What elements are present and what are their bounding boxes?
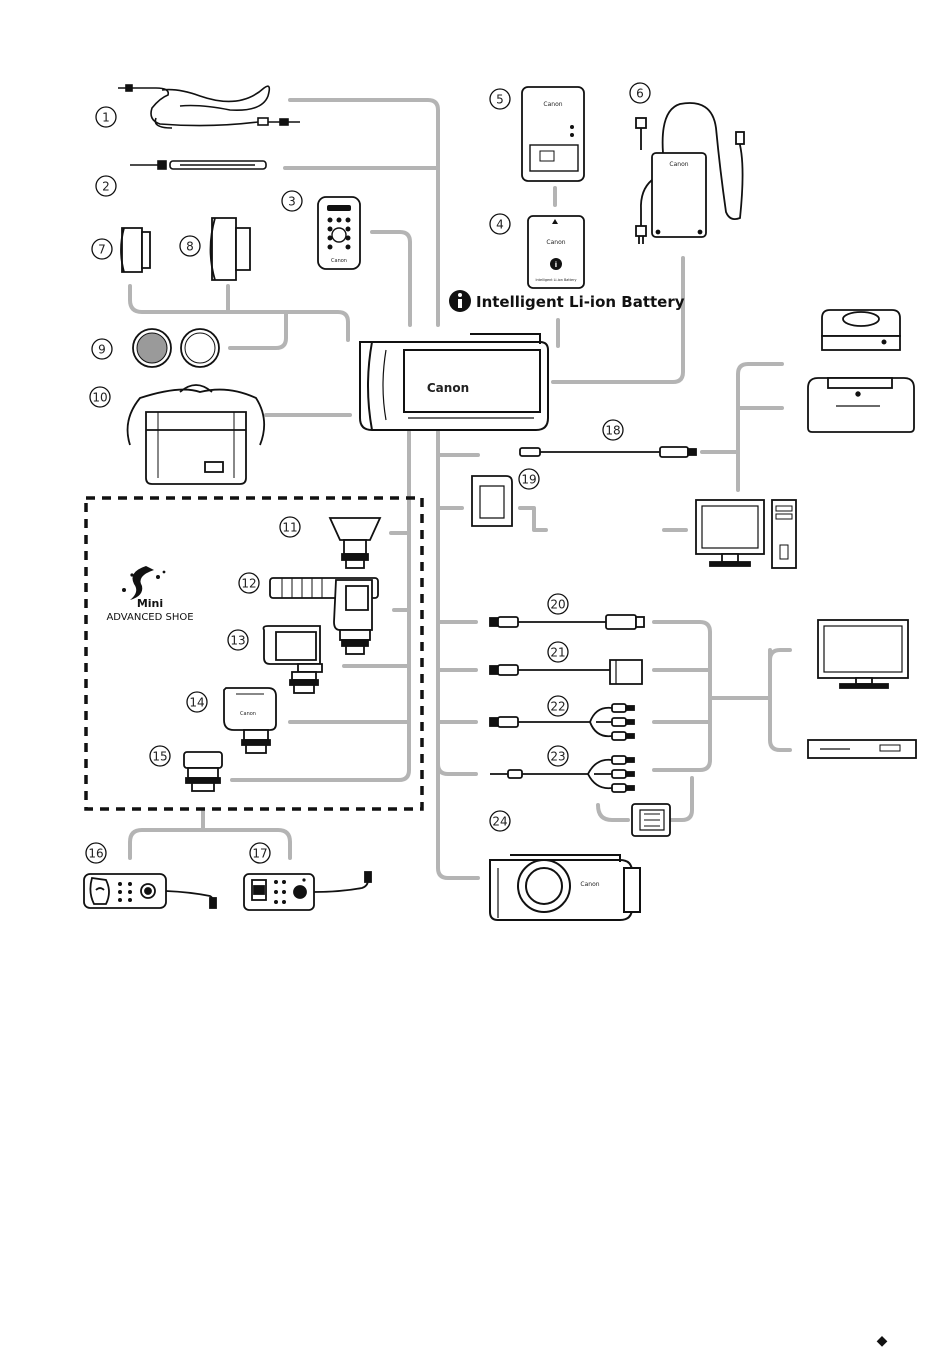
shoe-adapter-icon [184, 752, 222, 791]
component-cable-icon [490, 660, 642, 684]
number-17-remote-controller-b: 17 [250, 843, 270, 863]
compact-printer-icon [822, 310, 900, 350]
adapter-brand: Canon [669, 161, 688, 168]
number-6-compact-power-adapter: 6 [630, 83, 650, 103]
number-18-usb-cable: 18 [603, 420, 623, 440]
mini-advanced-shoe-box [86, 498, 422, 809]
number-8-wide-converter: 8 [180, 236, 200, 256]
number-label: 16 [88, 847, 103, 861]
number-21-component-cable: 21 [548, 642, 568, 662]
number-label: 14 [189, 696, 204, 710]
video-light-icon [264, 626, 323, 693]
camcorder-brand: Canon [427, 381, 469, 395]
mini-advanced-shoe-logo: Mini ADVANCED SHOE [106, 566, 193, 623]
tele-converter-icon [121, 228, 150, 272]
remote-controller-a-icon [84, 874, 216, 908]
svg-text:i: i [555, 261, 557, 269]
number-13-video-light: 13 [228, 630, 248, 650]
number-label: 3 [288, 195, 296, 209]
flash-brand: Canon [240, 711, 256, 717]
compact-power-adapter-icon: Canon [636, 103, 744, 244]
number-label: 2 [102, 180, 110, 194]
number-label: 24 [492, 815, 507, 829]
number-14-flash-light: 14 [187, 692, 207, 712]
number-label: 1 [102, 111, 110, 125]
battery-brand: Canon [546, 239, 565, 246]
number-label: 11 [282, 521, 297, 535]
number-label: 15 [152, 750, 167, 764]
number-4-battery-pack: 4 [490, 214, 510, 234]
hdmi-cable-icon [490, 615, 644, 629]
number-20-hdmi-cable: 20 [548, 594, 568, 614]
soft-carrying-case-icon [128, 385, 265, 484]
number-label: 17 [252, 847, 267, 861]
number-7-tele-converter: 7 [92, 239, 112, 259]
number-24-waterproof-case: 24 [490, 811, 510, 831]
number-label: 13 [230, 634, 245, 648]
number-1-shoulder-strap: 1 [96, 107, 116, 127]
number-3-wireless-controller: 3 [282, 191, 302, 211]
charger-brand: Canon [543, 101, 562, 108]
number-16-remote-controller-a: 16 [86, 843, 106, 863]
number-label: 8 [186, 240, 194, 254]
wide-converter-icon [211, 218, 251, 280]
number-12-shotgun-microphone: 12 [239, 573, 259, 593]
number-label: 10 [92, 391, 107, 405]
number-19-memory-card: 19 [519, 469, 539, 489]
number-label: 23 [550, 750, 565, 764]
number-label: 5 [496, 93, 504, 107]
video-recorder-icon [808, 740, 916, 758]
photo-printer-icon [808, 378, 914, 432]
filters-icon [133, 329, 219, 367]
number-label: 6 [636, 87, 644, 101]
tv-icon [818, 620, 908, 688]
usb-cable-icon [520, 447, 696, 457]
number-9-filters: 9 [92, 339, 112, 359]
scart-adapter-icon [632, 804, 670, 836]
intelligent-battery-label: Intelligent Li-ion Battery [449, 290, 685, 312]
number-5-battery-charger: 5 [490, 89, 510, 109]
page-marker: ◆ [877, 1333, 888, 1349]
number-label: 20 [550, 598, 565, 612]
battery-text: Intelligent Li-ion Battery [535, 278, 576, 282]
number-label: 4 [496, 218, 504, 232]
remote-controller-b-icon [244, 872, 371, 910]
waterproof-case-icon: Canon [490, 855, 640, 920]
remote-brand: Canon [331, 258, 347, 264]
wireless-controller-icon: Canon [318, 197, 360, 269]
waterproof-case-brand: Canon [580, 881, 599, 888]
number-label: 21 [550, 646, 565, 660]
battery-label-text: Intelligent Li-ion Battery [476, 293, 685, 311]
number-22-stereo-video-cable: 22 [548, 696, 568, 716]
shoe-logo-line1: Mini [137, 597, 163, 610]
number-10-soft-carrying-case: 10 [90, 387, 110, 407]
memory-card-icon [472, 476, 512, 526]
number-label: 7 [98, 243, 106, 257]
number-23-av-cable: 23 [548, 746, 568, 766]
flash-light-icon: Canon [224, 688, 276, 753]
shoe-logo-line2: ADVANCED SHOE [106, 612, 193, 623]
number-label: 22 [550, 700, 565, 714]
wrist-strap-icon [130, 161, 266, 169]
shoulder-strap-icon [118, 85, 300, 128]
camcorder-icon: Canon [360, 334, 548, 430]
number-label: 18 [605, 424, 620, 438]
number-2-wrist-strap: 2 [96, 176, 116, 196]
battery-pack-icon: Canon i Intelligent Li-ion Battery [528, 216, 584, 288]
number-15-shoe-adapter: 15 [150, 746, 170, 766]
battery-charger-icon: Canon [522, 87, 584, 181]
microphone-adapter-icon [330, 518, 380, 568]
computer-icon [696, 500, 796, 568]
number-label: 19 [521, 473, 536, 487]
number-label: 12 [241, 577, 256, 591]
number-11-microphone-adapter: 11 [280, 517, 300, 537]
number-label: 9 [98, 343, 106, 357]
